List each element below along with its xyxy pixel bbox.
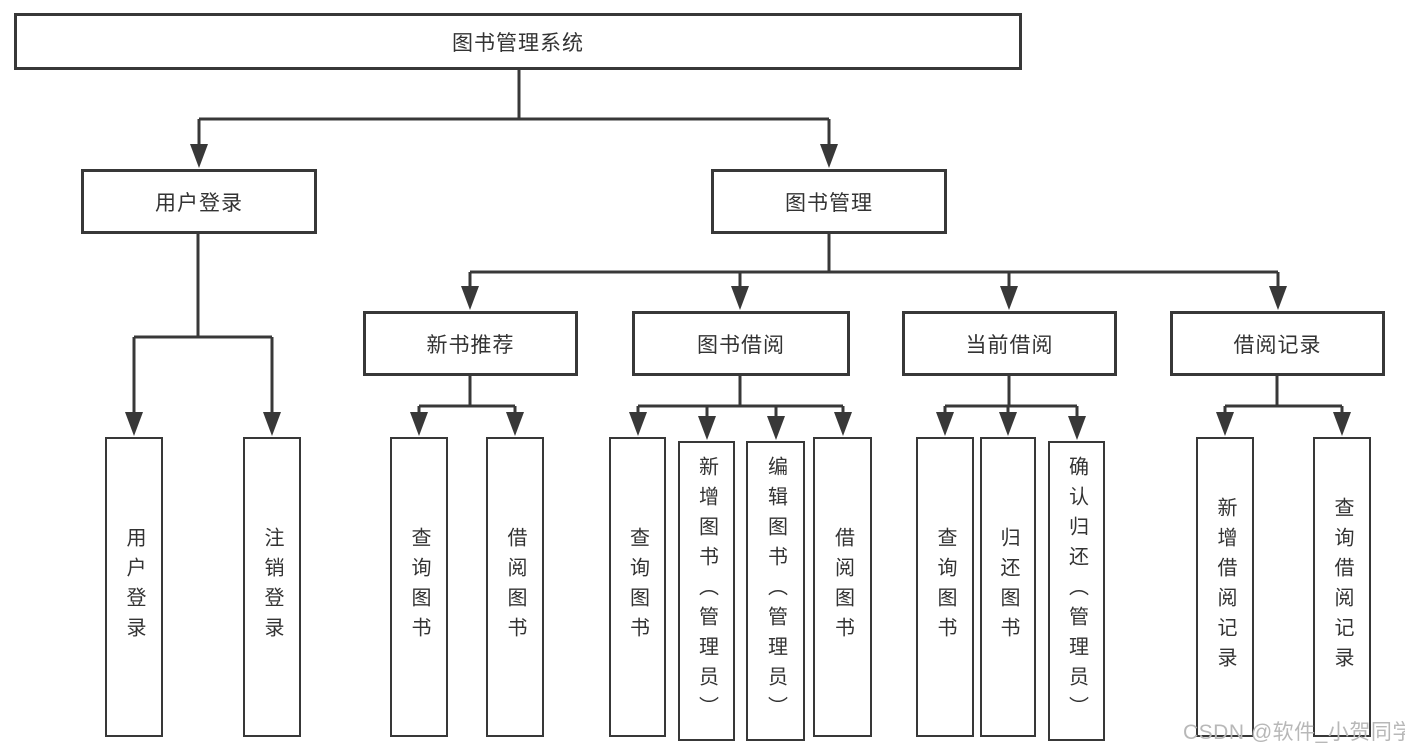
- leaf-nb-query-books-label: 查询图书: [408, 527, 430, 647]
- leaf-bb-edit-books-admin-label: 编辑图书（管理员）: [764, 456, 787, 726]
- leaf-nb-borrow-books-label: 借阅图书: [504, 527, 526, 647]
- node-book-borrowing: 图书借阅: [632, 311, 850, 376]
- leaf-logout-label: 注销登录: [261, 527, 283, 647]
- leaf-bb-add-books-admin-label: 新增图书（管理员）: [695, 456, 718, 726]
- leaf-cb-query-books-label: 查询图书: [934, 527, 956, 647]
- node-user-login-group: 用户登录: [81, 169, 317, 234]
- node-root: 图书管理系统: [14, 13, 1022, 70]
- leaf-br-query-record: 查询借阅记录: [1313, 437, 1371, 737]
- leaf-bb-add-books-admin: 新增图书（管理员）: [678, 441, 735, 741]
- leaf-nb-query-books: 查询图书: [390, 437, 448, 737]
- leaf-br-add-record: 新增借阅记录: [1196, 437, 1254, 737]
- leaf-cb-confirm-return-admin-label: 确认归还（管理员）: [1065, 456, 1088, 726]
- node-new-book-recommend: 新书推荐: [363, 311, 578, 376]
- leaf-bb-edit-books-admin: 编辑图书（管理员）: [746, 441, 805, 741]
- node-book-borrowing-label: 图书借阅: [697, 333, 785, 357]
- leaf-bb-borrow-books: 借阅图书: [813, 437, 872, 737]
- node-current-borrowing: 当前借阅: [902, 311, 1117, 376]
- node-user-login-group-label: 用户登录: [155, 191, 243, 215]
- leaf-bb-borrow-books-label: 借阅图书: [831, 527, 854, 647]
- leaf-cb-query-books: 查询图书: [916, 437, 974, 737]
- leaf-logout: 注销登录: [243, 437, 301, 737]
- leaf-bb-query-books: 查询图书: [609, 437, 666, 737]
- node-borrow-records-label: 借阅记录: [1233, 333, 1322, 357]
- leaf-br-add-record-label: 新增借阅记录: [1214, 497, 1236, 677]
- leaf-user-login-label: 用户登录: [123, 527, 145, 647]
- arrowheads: [125, 144, 1351, 440]
- leaf-user-login: 用户登录: [105, 437, 163, 737]
- node-current-borrowing-label: 当前借阅: [965, 333, 1054, 357]
- leaf-br-query-record-label: 查询借阅记录: [1331, 497, 1353, 677]
- node-book-management-label: 图书管理: [785, 191, 873, 215]
- node-borrow-records: 借阅记录: [1170, 311, 1385, 376]
- leaf-cb-confirm-return-admin: 确认归还（管理员）: [1048, 441, 1105, 741]
- node-book-management: 图书管理: [711, 169, 947, 234]
- csdn-watermark: CSDN @软件_小贺同学: [1183, 721, 1405, 744]
- leaf-bb-query-books-label: 查询图书: [626, 527, 649, 647]
- node-new-book-recommend-label: 新书推荐: [426, 333, 515, 357]
- node-root-label: 图书管理系统: [452, 31, 584, 55]
- leaf-cb-return-books: 归还图书: [980, 437, 1036, 737]
- leaf-nb-borrow-books: 借阅图书: [486, 437, 544, 737]
- leaf-cb-return-books-label: 归还图书: [997, 527, 1019, 647]
